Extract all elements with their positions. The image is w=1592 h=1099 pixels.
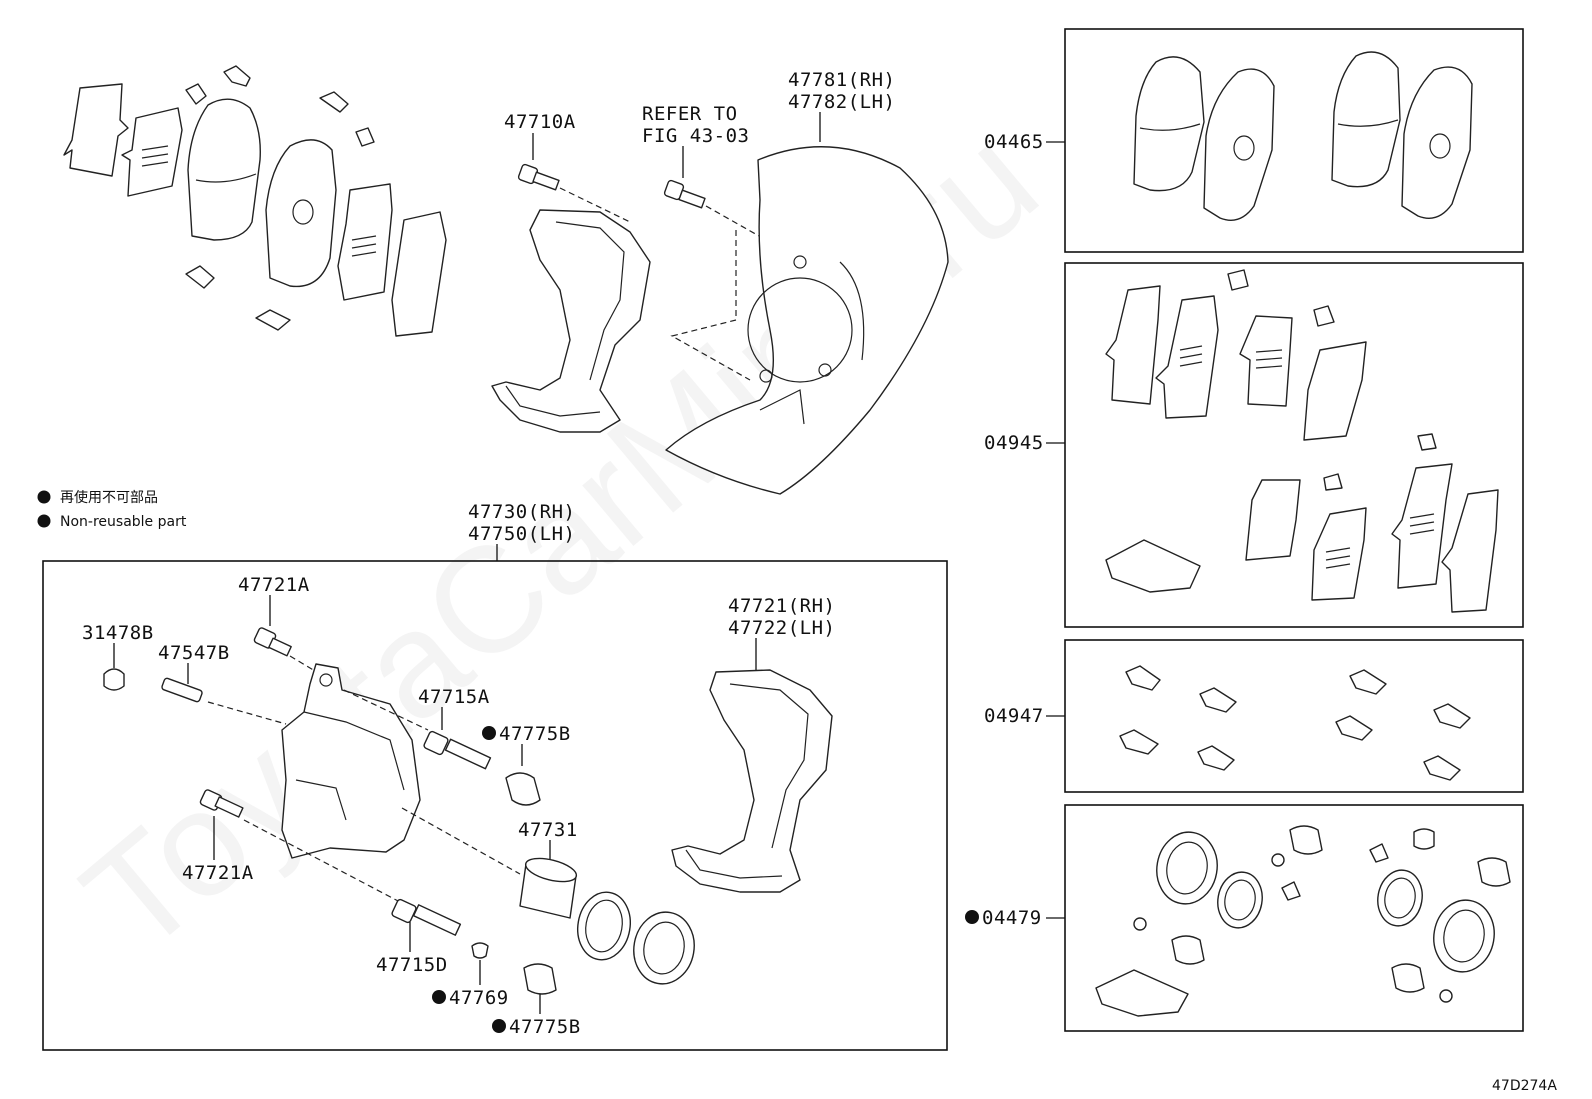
kit-box-04465 [1064,28,1524,253]
non-reusable-dot-icon [965,910,979,924]
bolt-47710a [517,163,631,223]
legend-japanese: 再使用不可部品 [60,489,158,506]
label-04945[interactable]: 04945 [984,432,1044,454]
guide-pin-47715a [343,689,492,770]
clip-kit-04947-illustration [1119,665,1471,781]
label-47731[interactable]: 47731 [518,819,578,841]
refer-text-line1: REFER TO [642,103,738,125]
diagram-code: 47D274A [1492,1078,1557,1094]
label-47715a[interactable]: 47715A [418,686,490,708]
label-31478b[interactable]: 31478B [82,622,154,644]
refer-text-line2[interactable]: FIG 43-03 [642,125,749,147]
bleeder-plug [161,677,287,725]
piston-seal [577,891,631,961]
bolt-47721a-bottom [199,789,401,903]
non-reusable-dot-icon [482,726,496,740]
legend: 再使用不可部品 Non-reusable part [37,489,187,530]
shim-kit-04945-illustration [1105,269,1499,613]
brake-pad-set-illustration [63,65,447,337]
bolt-refer [663,179,776,381]
piston-boot [633,911,695,985]
label-47721a-bottom[interactable]: 47721A [182,862,254,884]
label-47769[interactable]: 47769 [449,987,509,1009]
label-47722-lh[interactable]: 47722(LH) [728,617,835,639]
label-47721a-top[interactable]: 47721A [238,574,310,596]
label-47715d[interactable]: 47715D [376,954,448,976]
boot-47775b-top [505,772,541,806]
label-47721-rh[interactable]: 47721(RH) [728,595,835,617]
bleeder-cap [103,668,125,691]
legend-english: Non-reusable part [60,514,187,530]
label-47710a[interactable]: 47710A [504,111,576,133]
label-47775b-bottom[interactable]: 47775B [509,1016,581,1038]
boot-47775b-bottom [523,963,557,995]
caliper-assembly-box [42,560,948,1051]
caliper-mount-upper [491,209,651,433]
bushing-47769 [471,942,489,959]
dust-shield [665,146,949,495]
non-reusable-dot-icon [492,1019,506,1033]
label-47750-lh[interactable]: 47750(LH) [468,523,575,545]
label-47781-rh[interactable]: 47781(RH) [788,69,895,91]
guide-pin-47715d [391,898,462,936]
caliper-mount-lower [671,669,833,893]
non-reusable-dot-icon [37,514,51,528]
label-04465[interactable]: 04465 [984,131,1044,153]
non-reusable-dot-icon [432,990,446,1004]
kit-box-04945 [1064,262,1524,628]
label-04479[interactable]: 04479 [982,907,1042,929]
piston-47731 [519,857,578,919]
pad-kit-04465-illustration [1133,51,1473,221]
label-04947[interactable]: 04947 [984,705,1044,727]
label-47775b-top[interactable]: 47775B [499,723,571,745]
non-reusable-dot-icon [37,490,51,504]
label-47730-rh[interactable]: 47730(RH) [468,501,575,523]
label-47547b[interactable]: 47547B [158,642,230,664]
caliper-body [281,663,521,875]
label-47782-lh[interactable]: 47782(LH) [788,91,895,113]
bolt-47721a-top [253,627,331,681]
seal-kit-04479-illustration [1095,825,1511,1017]
